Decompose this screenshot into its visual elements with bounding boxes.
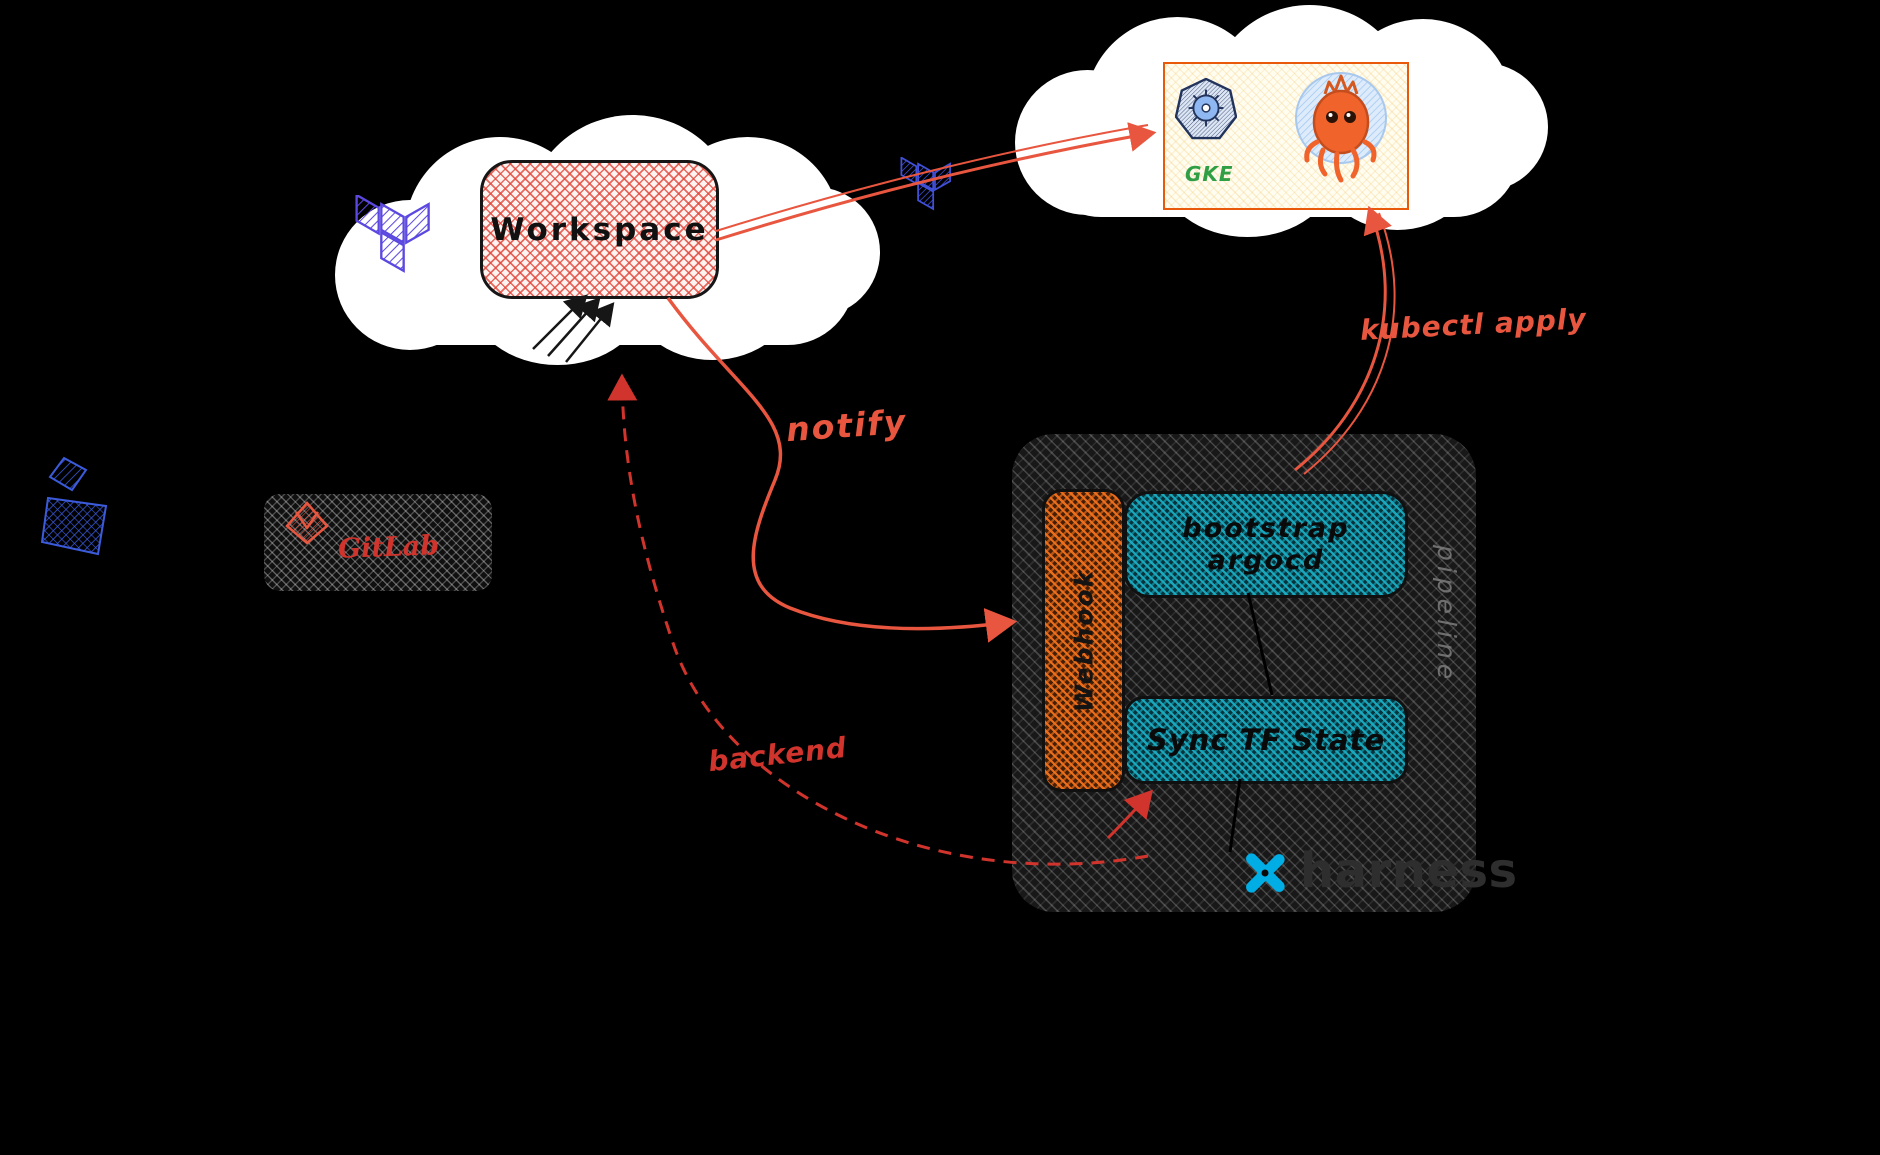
pipeline-vertical-label: pipeline xyxy=(1432,545,1461,685)
bootstrap-argocd-step: bootstrap argocd xyxy=(1124,491,1408,598)
repo-label: GitLab xyxy=(337,530,440,565)
bootstrap-label-line2: argocd xyxy=(1207,544,1325,576)
gitlab-icon xyxy=(285,501,329,545)
harness-icon xyxy=(1246,853,1285,893)
webhook-label: Webhook xyxy=(1069,568,1099,713)
workspace-label: Workspace xyxy=(490,211,709,248)
gke-box: GKE xyxy=(1163,62,1409,210)
workspace-box: Workspace xyxy=(480,160,719,299)
repo-box: GitLab xyxy=(264,494,492,591)
blue-scribble-icon xyxy=(40,456,108,556)
bootstrap-label-line1: bootstrap xyxy=(1182,513,1350,545)
kubectl-apply-label: kubectl apply xyxy=(1359,302,1588,347)
gke-label: GKE xyxy=(1185,162,1234,186)
backend-label: backend xyxy=(706,730,849,779)
harness-wordmark: harness xyxy=(1300,843,1518,899)
sync-label: Sync TF State xyxy=(1146,723,1386,757)
sync-tf-state-step: Sync TF State xyxy=(1124,696,1408,784)
terraform-icon-small xyxy=(900,157,951,211)
terraform-icon xyxy=(355,195,430,273)
notify-label: notify xyxy=(784,401,909,450)
argocd-icon xyxy=(1295,72,1387,183)
webhook-step: Webhook xyxy=(1042,489,1125,792)
kubernetes-icon xyxy=(1175,78,1237,140)
